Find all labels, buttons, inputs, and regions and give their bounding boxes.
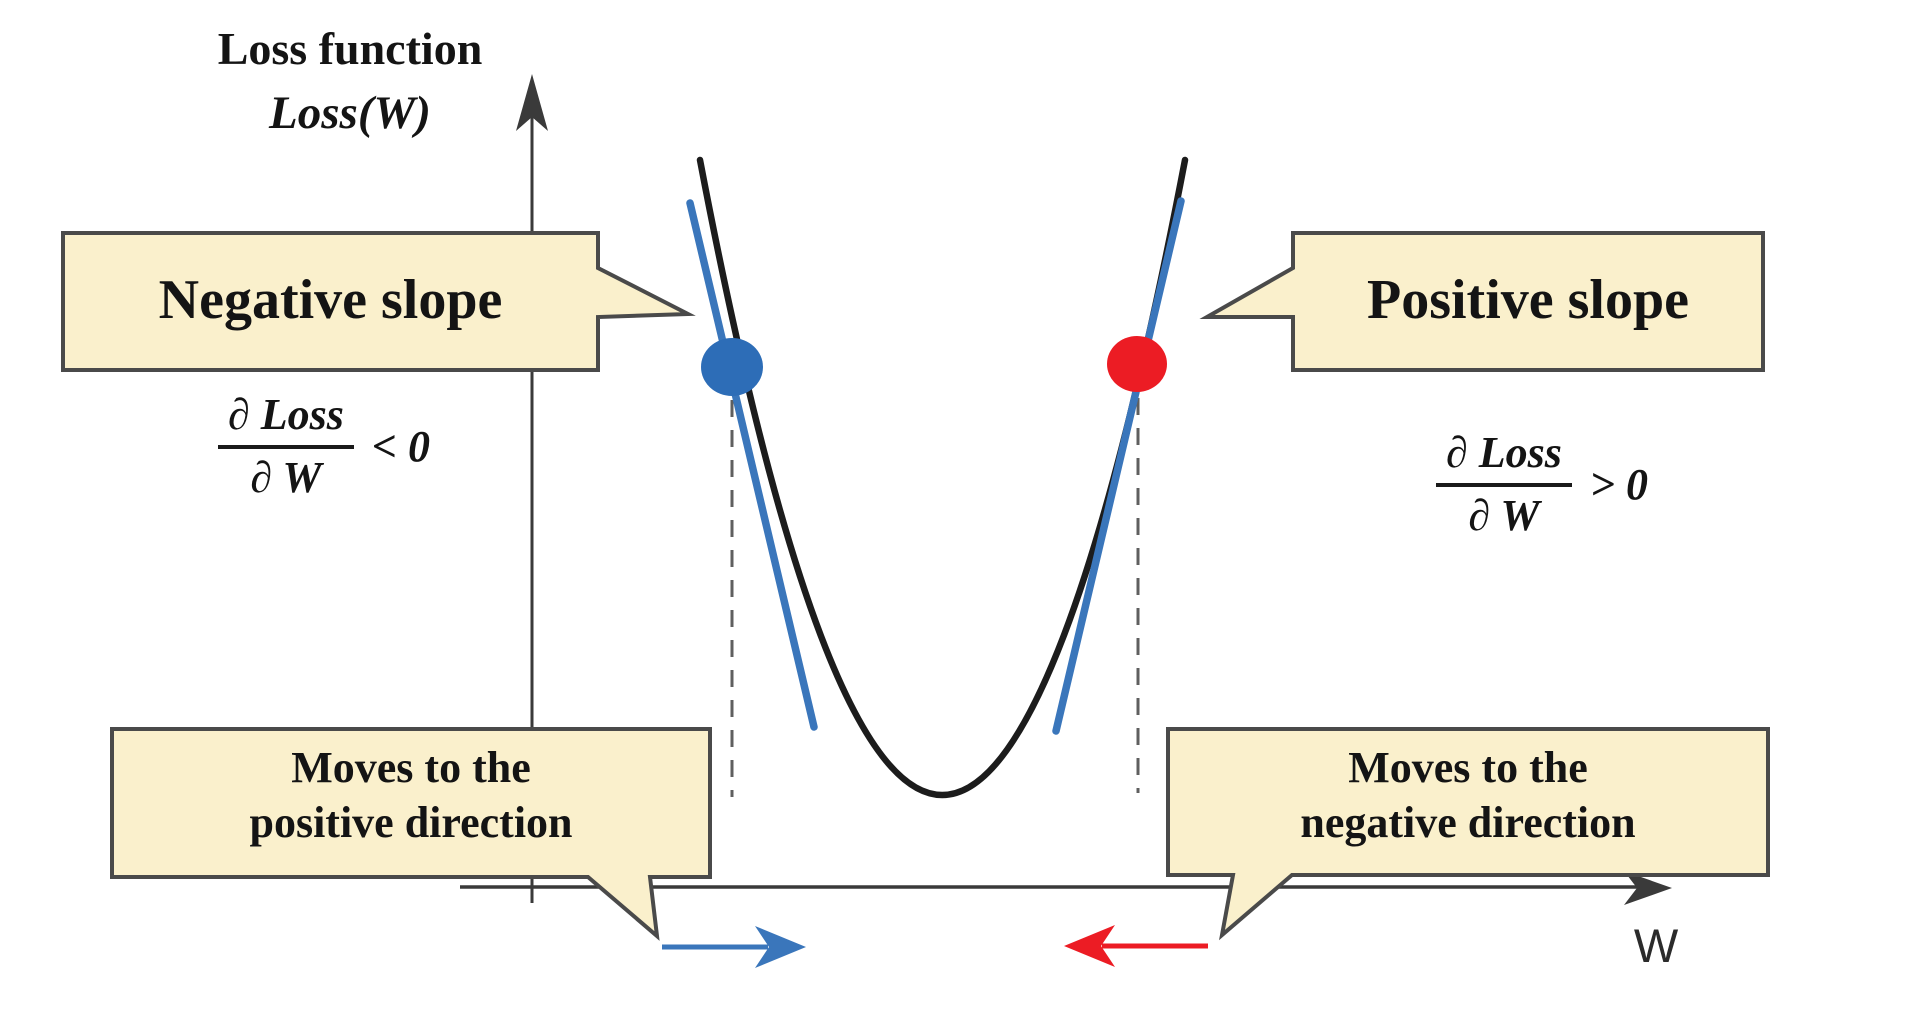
tangent-line-negative-slope (686, 199, 818, 731)
fraction-numerator: ∂ Loss (1446, 428, 1562, 477)
negative-slope-point (701, 338, 763, 396)
x-axis-arrowhead-icon (1624, 871, 1672, 905)
callout-moves-negative-bubble (1166, 727, 1770, 941)
move-left-arrowhead-icon (1064, 925, 1115, 967)
y-axis-title: Loss function (217, 23, 483, 74)
fraction-negative: ∂ Loss ∂ W (218, 390, 354, 503)
moves-positive-line2: positive direction (249, 798, 573, 848)
tangent-line-positive-slope (1052, 197, 1185, 735)
callout-moves-positive-bubble (110, 727, 712, 941)
moves-positive-direction-label: Moves to the positive direction (112, 740, 710, 851)
callout-positive-slope-bubble (1199, 231, 1765, 372)
fraction-positive: ∂ Loss ∂ W (1436, 428, 1572, 541)
x-axis-label: W (1633, 919, 1679, 972)
negative-slope-label: Negative slope (158, 269, 503, 331)
positive-slope-label: Positive slope (1367, 269, 1689, 331)
formula-negative-derivative: ∂ Loss ∂ W < 0 (218, 390, 430, 503)
fraction-denominator: ∂ W (250, 452, 322, 502)
moves-negative-line1: Moves to the (1348, 743, 1588, 792)
relation-sign: < 0 (371, 422, 430, 472)
relation-sign: > 0 (1589, 460, 1648, 510)
fraction-numerator: ∂ Loss (228, 390, 344, 439)
y-axis-function-label: Loss(W) (269, 87, 431, 139)
y-axis-arrowhead-icon (516, 74, 548, 131)
fraction-bar (1436, 482, 1572, 487)
fraction-denominator: ∂ W (1468, 490, 1540, 540)
fraction-bar (218, 444, 354, 449)
formula-positive-derivative: ∂ Loss ∂ W > 0 (1436, 428, 1648, 541)
moves-positive-line1: Moves to the (291, 743, 531, 792)
moves-negative-line2: negative direction (1300, 798, 1636, 848)
positive-slope-point (1107, 336, 1167, 392)
move-right-arrowhead-icon (755, 926, 806, 968)
callout-negative-slope-bubble (61, 231, 696, 372)
moves-negative-direction-label: Moves to the negative direction (1168, 740, 1768, 851)
